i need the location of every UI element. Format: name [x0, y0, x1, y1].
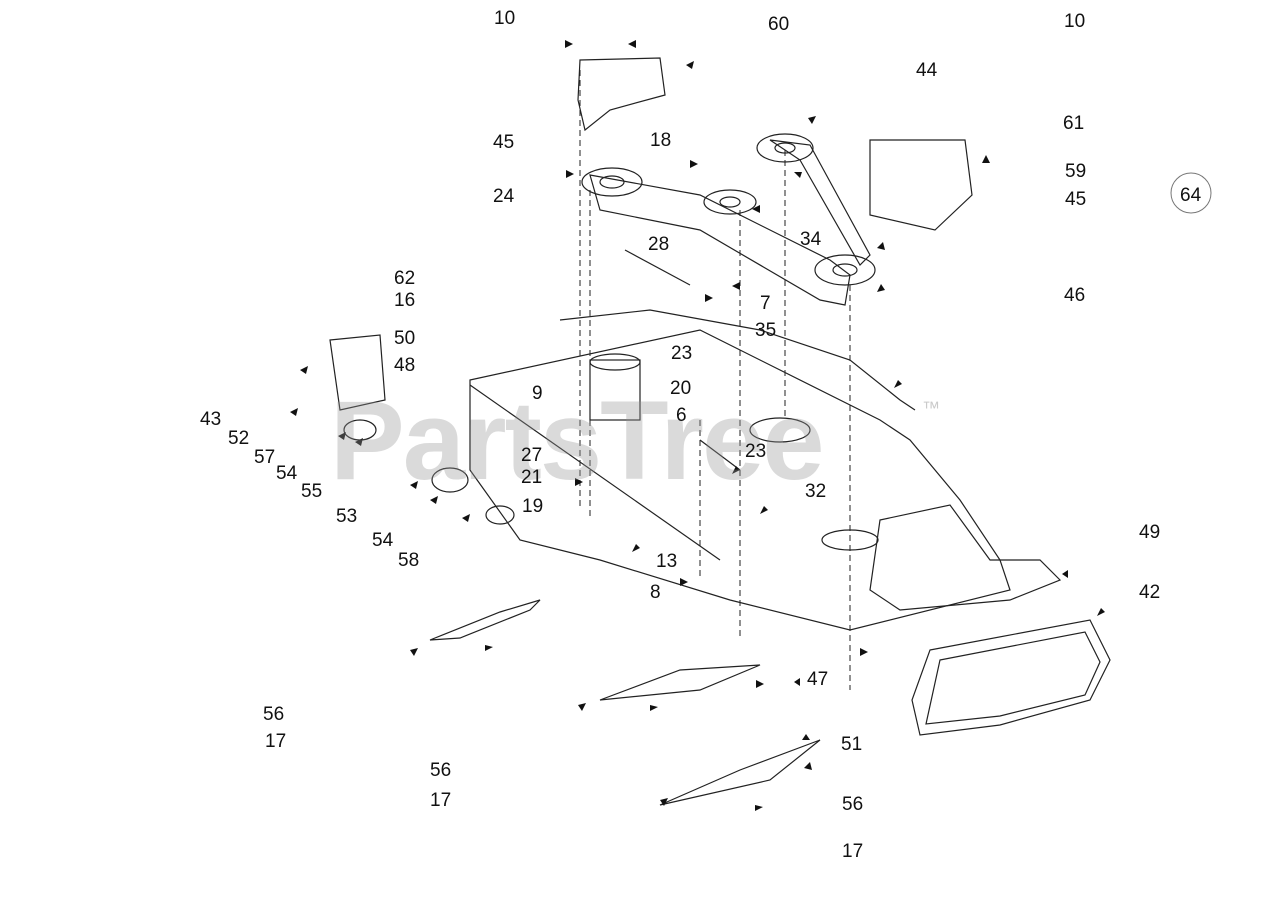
blade-left	[429, 599, 541, 641]
callout-label: 9	[532, 383, 543, 404]
callout-label: 16	[394, 290, 416, 311]
gauge-wheel	[431, 467, 469, 493]
callout-label: 28	[648, 234, 670, 255]
callout-label: 55	[301, 481, 323, 502]
callout-label: 35	[755, 320, 777, 341]
callout-label: 47	[807, 669, 829, 690]
callout-label: 17	[265, 731, 287, 752]
linkage-rod	[469, 384, 721, 561]
callout-label: 48	[394, 355, 416, 376]
partstree-watermark: PartsTree	[330, 378, 825, 503]
callout-label: 43	[200, 409, 222, 430]
spindle-housing-right	[749, 417, 811, 443]
callout-label: 19	[522, 496, 544, 517]
callout-label: 61	[1063, 113, 1085, 134]
pulley-center	[703, 189, 757, 215]
drive-belt	[589, 174, 851, 306]
callout-label: 27	[521, 445, 543, 466]
callout-label: 6	[676, 405, 687, 426]
callout-label: 54	[276, 463, 298, 484]
callout-label: 8	[650, 582, 661, 603]
callout-label: 49	[1139, 522, 1161, 543]
callout-label: 20	[670, 378, 692, 399]
callout-label: 56	[842, 794, 864, 815]
belt-cover-left	[577, 57, 666, 132]
callout-label: 10	[1064, 11, 1086, 32]
callout-label: 17	[842, 841, 864, 862]
callout-label: 46	[1064, 285, 1086, 306]
belt-cover-right	[869, 139, 973, 231]
callout-label: 32	[805, 481, 827, 502]
discharge-chute	[911, 619, 1111, 736]
idler-arm	[559, 309, 916, 411]
callout-label: 21	[521, 467, 543, 488]
callout-label: 54	[372, 530, 394, 551]
trademark-symbol: ™	[922, 398, 940, 418]
callout-label: 13	[656, 551, 678, 572]
pulley-right	[814, 254, 876, 286]
callout-label: 60	[768, 14, 790, 35]
callout-label: 50	[394, 328, 416, 349]
callout-label: 56	[430, 760, 452, 781]
callout-label: 53	[336, 506, 358, 527]
callout-label: 58	[398, 550, 420, 571]
blade-right	[659, 739, 821, 806]
callout-label: 23	[745, 441, 767, 462]
callout-label: 62	[394, 268, 416, 289]
spring	[624, 249, 691, 286]
callout-label: 10	[494, 8, 516, 29]
callout-label: 59	[1065, 161, 1087, 182]
deck-housing	[469, 329, 1011, 631]
callout-label: 45	[1065, 189, 1087, 210]
callout-label: 18	[650, 130, 672, 151]
callout-label: 34	[800, 229, 822, 250]
callout-label: 56	[263, 704, 285, 725]
callout-label: 52	[228, 428, 250, 449]
callout-label: 45	[493, 132, 515, 153]
callout-label: 7	[760, 293, 771, 314]
gauge-wheel-bracket	[329, 334, 386, 411]
pulley-left	[581, 167, 643, 197]
callout-label: 64	[1180, 185, 1202, 206]
callout-64-circle	[1170, 172, 1212, 214]
blade-center	[599, 664, 761, 701]
callout-label: 23	[671, 343, 693, 364]
callout-label: 17	[430, 790, 452, 811]
deck-front-skirt	[869, 504, 1062, 611]
callout-label: 24	[493, 186, 515, 207]
callout-label: 42	[1139, 582, 1161, 603]
callout-label: 51	[841, 734, 863, 755]
callout-label: 57	[254, 447, 276, 468]
callout-label: 44	[916, 60, 938, 81]
